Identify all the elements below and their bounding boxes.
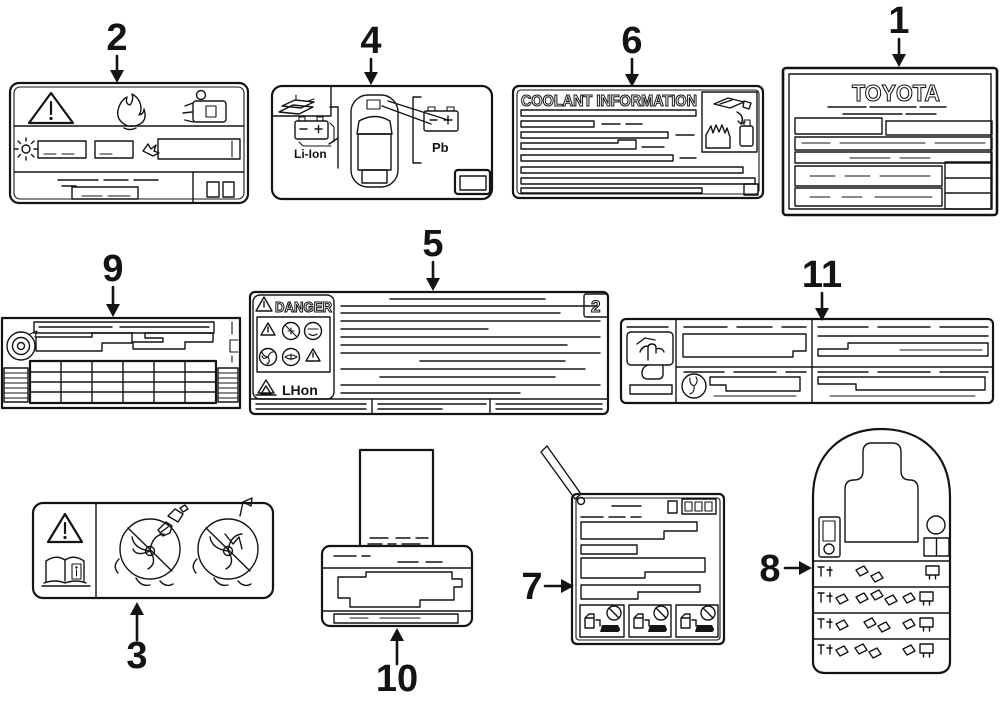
text-block-outline [35,332,133,352]
callout-2-arrowhead [110,70,124,83]
coolant-title: COOLANT INFORMATION [521,93,697,110]
label-11-text-blocks [675,326,994,399]
callout-4-number[interactable]: 4 [360,20,381,62]
right-bracket [412,96,422,164]
label-4-ev-battery-info[interactable]: Li-Ion Pb [270,84,494,201]
relay-block-outline [844,442,919,543]
fuse-puller-icon [818,516,841,558]
battery-type-row: LHon [255,379,318,398]
bulb-spec-row [14,137,241,161]
callout-8-number[interactable]: 8 [759,548,780,590]
toyota-brand: TOYOTA [852,80,940,106]
label-10-drawing[interactable] [320,448,474,628]
li-ion-label: Li-Ion [294,147,327,161]
left-hatch-strip [3,367,29,403]
part-number-row [57,171,235,204]
danger-text-lines [340,298,601,394]
pointing-hand-panel [626,326,674,395]
callout-7[interactable]: 7 [521,566,574,608]
label-3-fan-caution[interactable] [31,497,275,600]
label-7-drawing[interactable] [540,445,726,646]
callout-4[interactable]: 4 [360,20,382,85]
callout-5-number[interactable]: 5 [422,223,443,265]
spark-icon [142,143,160,157]
label-6-coolant-information[interactable]: COOLANT INFORMATION [511,84,765,200]
danger-battery-label: LHon [282,382,318,398]
callout-3-arrowhead [130,602,144,615]
callout-10[interactable]: 10 [376,628,418,700]
danger-pictograms [258,321,323,367]
pb-label: Pb [432,140,449,155]
danger-heading: DANGER [275,300,332,316]
callout-5[interactable]: 5 [422,223,444,291]
sun-icon [14,137,38,161]
bottom-strip [249,398,609,414]
callout-1-arrowhead [892,54,906,67]
flame-icon [117,93,146,131]
label-11-drawing[interactable] [619,317,995,405]
callout-9-number[interactable]: 9 [102,248,123,290]
callout-7-number[interactable]: 7 [521,566,542,608]
callout-6[interactable]: 6 [621,20,643,87]
callout-1[interactable]: 1 [888,0,910,67]
right-edge-marks [229,321,239,363]
label-8-fuse-box[interactable] [811,427,952,675]
pb-battery-icon [423,106,459,132]
callout-9-arrowhead [106,304,120,317]
right-hatch-strip [217,367,239,403]
recycle-car-icon [278,94,315,115]
certification-fields [794,106,993,210]
callout-11-arrowhead [815,308,829,321]
label-1-certification[interactable]: TOYOTA [781,66,999,217]
text-block-outline [132,332,214,350]
callout-2-number[interactable]: 2 [106,17,127,59]
callout-10-arrowhead [390,628,404,641]
callout-7-arrowhead [561,579,574,593]
callout-11-number[interactable]: 11 [802,254,842,296]
label-7-text-blocks [580,516,706,600]
left-bracket [328,106,339,169]
warning-triangle-icon [27,91,75,125]
pointer-lines [381,100,449,125]
callout-2[interactable]: 2 [106,17,128,83]
open-book-icon [41,556,91,587]
callout-11[interactable]: 11 [802,254,842,321]
label-5-danger[interactable]: DANGER LHon 2 [248,290,610,416]
warning-triangle-icon [46,512,84,544]
coolant-text-lines [520,109,759,196]
callout-8[interactable]: 8 [759,548,812,590]
swirl-icon [6,330,38,361]
no-fan-hands-pictogram [114,504,189,587]
li-ion-battery-icon [294,116,335,147]
car-top-view-icon [350,94,399,188]
callout-6-arrowhead [625,74,639,87]
label-9-drawing[interactable] [0,316,242,410]
no-charging-pictograms [579,604,719,638]
no-fan-clothing-pictogram [192,497,259,587]
data-table [28,359,218,405]
callout-3-number[interactable]: 3 [126,635,147,677]
text-block-outline [337,571,463,608]
callout-4-arrowhead [364,72,378,85]
callout-9[interactable]: 9 [102,248,124,317]
corner-code-box [453,168,492,196]
battery-shock-icon [182,89,227,123]
callout-3[interactable]: 3 [126,602,148,677]
coolant-pictogram-box [701,91,758,153]
round-pictogram [681,373,707,399]
person-icon [923,515,950,557]
label-2-high-voltage-caution[interactable] [8,81,250,205]
hand-icon [705,124,731,149]
callout-8-arrowhead [799,561,812,575]
callout-5-arrowhead [426,278,440,291]
label-7-header [611,498,717,515]
fuse-row-dividers [813,560,950,640]
danger-header: DANGER [255,296,333,317]
callout-6-number[interactable]: 6 [621,20,642,62]
callout-1-number[interactable]: 1 [888,0,909,42]
